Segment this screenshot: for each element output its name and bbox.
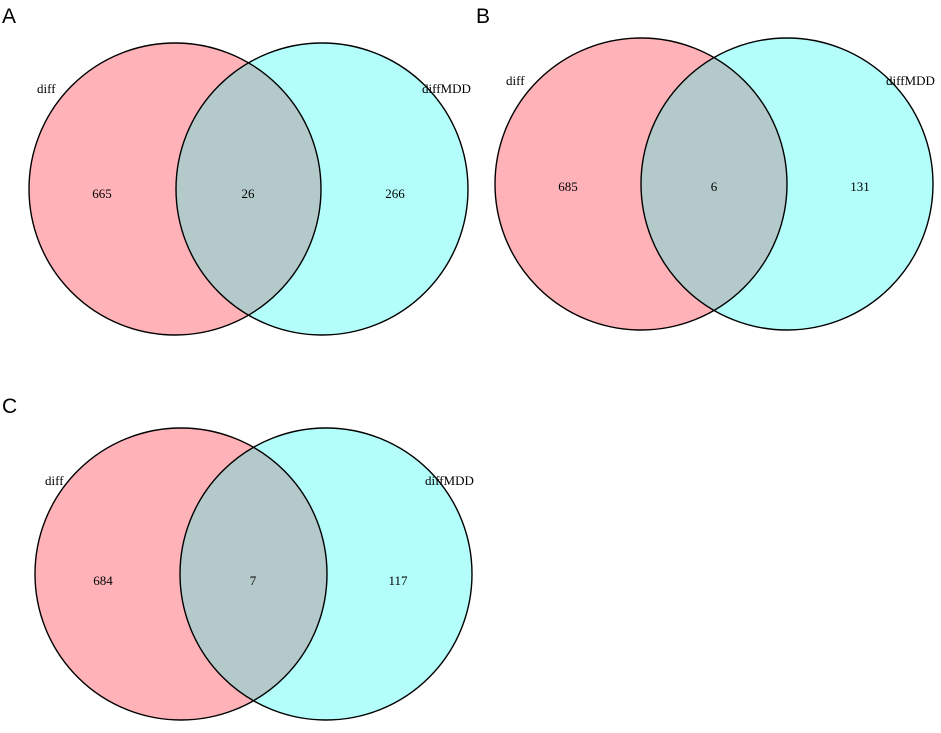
panel-letter-c: C (2, 395, 17, 418)
set-outline-right-b (640, 37, 934, 331)
panel-c: C diff diffMDD 684 7 117 (2, 395, 474, 721)
set-label-right-b: diffMDD (886, 73, 935, 88)
set-outline-left-c (34, 427, 328, 721)
intersection-region-b (641, 38, 787, 330)
panel-letter-b: B (476, 5, 490, 28)
panel-b: B diff diffMDD 685 6 131 (476, 5, 935, 331)
right-only-count-c: 117 (388, 573, 408, 588)
set-label-right-a: diffMDD (422, 81, 471, 96)
intersection-count-c: 7 (250, 573, 257, 588)
set-outline-left-a (28, 42, 322, 336)
set-outline-right-c (179, 427, 473, 721)
set-label-left-c: diff (45, 473, 64, 488)
set-label-right-c: diffMDD (425, 473, 474, 488)
set-label-left-a: diff (37, 81, 56, 96)
intersection-count-b: 6 (711, 179, 718, 194)
intersection-count-a: 26 (242, 186, 256, 201)
right-only-count-a: 266 (385, 186, 405, 201)
right-only-count-b: 131 (850, 179, 870, 194)
intersection-region-c (180, 428, 327, 720)
set-outline-right-a (175, 42, 469, 336)
left-only-count-a: 665 (92, 186, 112, 201)
intersection-region-a (176, 43, 321, 335)
left-only-count-c: 684 (93, 573, 113, 588)
panel-letter-a: A (2, 5, 16, 28)
set-outline-left-b (494, 37, 788, 331)
panel-a: A diff diffMDD 665 26 266 (2, 5, 471, 336)
set-label-left-b: diff (506, 73, 525, 88)
left-only-count-b: 685 (558, 179, 578, 194)
